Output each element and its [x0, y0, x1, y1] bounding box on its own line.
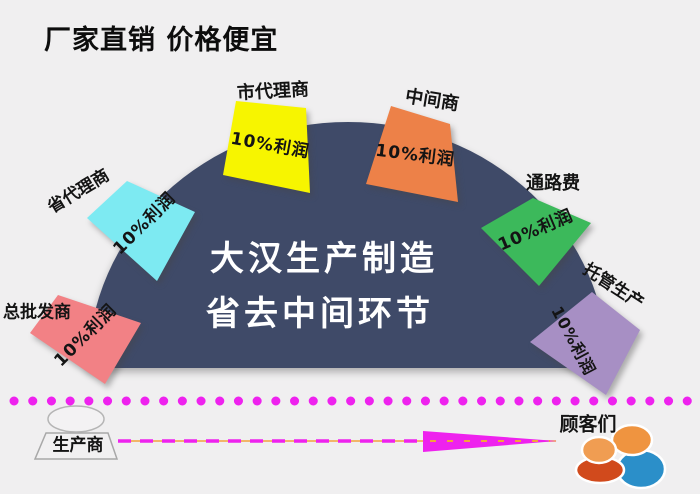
label-channel-fee: 通路费: [526, 173, 580, 194]
card-shape-provincial-agent: [87, 181, 195, 281]
card-shape-city-agent: [223, 101, 310, 193]
customers-label: 顾客们: [559, 413, 617, 436]
producer-ellipse: [47, 405, 105, 433]
dome-shape: [88, 122, 608, 368]
dome-slogan-line2: 省去中间环节: [206, 294, 434, 334]
customer-front-head-icon: [580, 435, 618, 465]
producer-label: 生产商: [52, 435, 104, 456]
arrow-head: [423, 431, 557, 452]
dome-slogan-line1: 大汉生产制造: [210, 239, 438, 279]
customer-back-head-icon: [610, 423, 654, 457]
card-shape-wholesaler: [30, 295, 141, 384]
producer-pedestal: [33, 432, 119, 460]
card-shape-channel-fee: [481, 198, 591, 286]
card-shape-middleman: [366, 106, 458, 202]
label-city-agent: 市代理商: [236, 79, 310, 104]
page-title: 厂家直销 价格便宜: [44, 25, 279, 56]
card-shape-managed-production: [530, 292, 640, 395]
label-wholesaler: 总批发商: [3, 302, 71, 323]
